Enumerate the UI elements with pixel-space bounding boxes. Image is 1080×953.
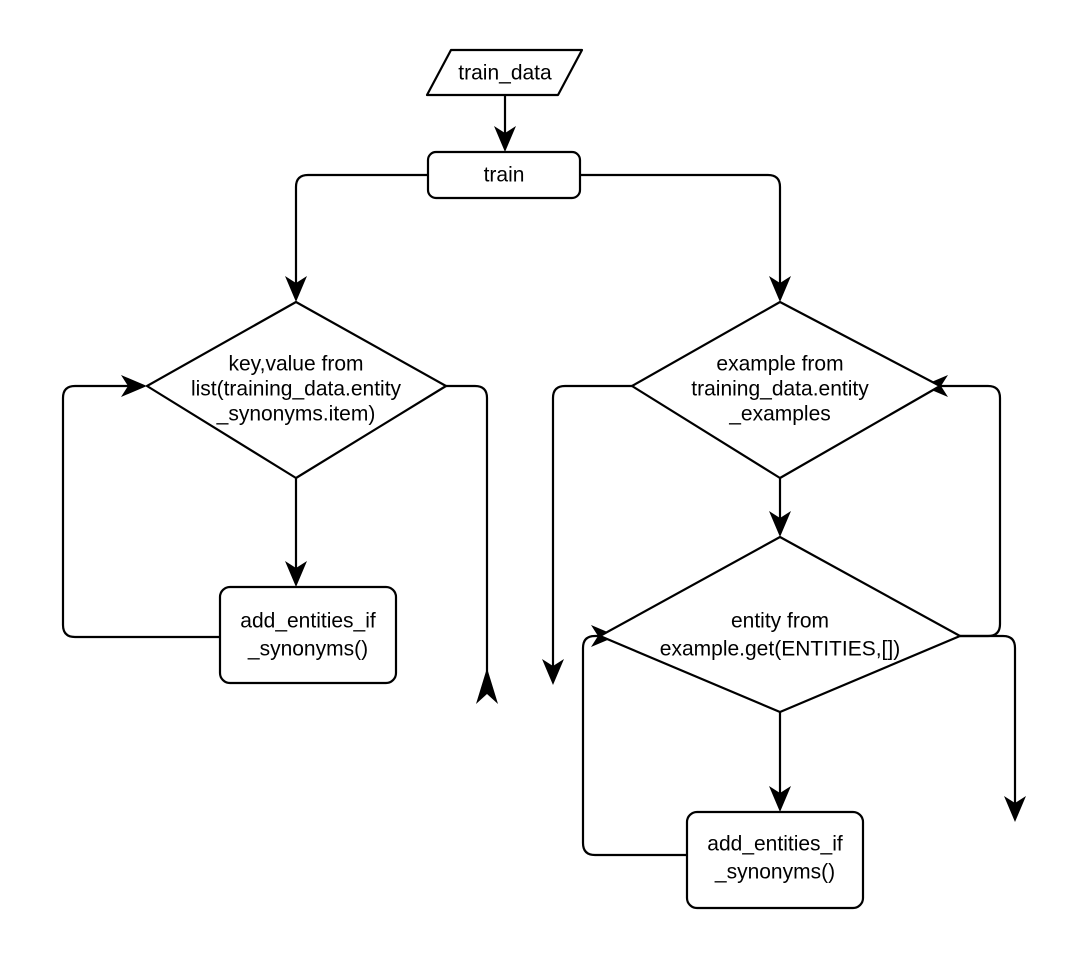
- edge-loop-synonyms-exit: [446, 384, 498, 704]
- edge-loop-examples-exit: [542, 384, 632, 685]
- arrowhead-down: [285, 561, 307, 587]
- node-add-entities-right-line1: add_entities_if: [707, 833, 843, 856]
- node-loop-synonyms[interactable]: key,value from list(training_data.entity…: [145, 300, 448, 480]
- parallelogram-shape: [425, 48, 584, 97]
- edge-line: [960, 634, 1017, 805]
- rounded-rect-shape: [685, 810, 865, 910]
- edge-loop-examples-to-loop-entities: [769, 478, 791, 537]
- edge-line: [294, 173, 428, 287]
- node-loop-synonyms-line2: list(training_data.entity: [191, 378, 402, 401]
- node-add-entities-left-line2: _synonyms(): [247, 638, 368, 661]
- edge-loop-synonyms-to-add-entities: [285, 478, 307, 587]
- edge-line: [61, 384, 220, 639]
- node-add-entities-left[interactable]: add_entities_if _synonyms(): [218, 585, 398, 685]
- diamond-shape: [598, 535, 962, 714]
- node-train-data-label: train_data: [458, 62, 552, 85]
- edge-train-data-to-train: [494, 95, 516, 152]
- node-loop-examples-line2: training_data.entity: [691, 378, 869, 401]
- edge-train-to-loop-synonyms: [285, 173, 428, 302]
- node-train-label: train: [484, 164, 525, 187]
- arrowhead-down: [769, 276, 791, 302]
- arrowhead-down: [494, 126, 516, 152]
- arrowhead-down: [769, 511, 791, 537]
- arrowhead-down: [285, 276, 307, 302]
- arrowhead-right: [121, 375, 147, 397]
- edge-line: [551, 384, 632, 668]
- node-add-entities-left-line1: add_entities_if: [240, 610, 376, 633]
- node-train-data[interactable]: train_data: [425, 48, 584, 97]
- node-loop-synonyms-line1: key,value from: [229, 353, 364, 376]
- edge-line: [446, 384, 489, 678]
- edge-line: [940, 384, 1002, 638]
- edge-loop-entities-back-to-loop-examples: [922, 375, 1002, 638]
- node-loop-entities-line1: entity from: [731, 610, 829, 633]
- edge-line: [581, 634, 687, 857]
- arrowhead-up: [476, 668, 498, 704]
- edge-loop-entities-exit: [960, 634, 1026, 822]
- node-loop-entities[interactable]: entity from example.get(ENTITIES,[]): [598, 535, 962, 714]
- diamond-shape: [630, 300, 942, 480]
- rounded-rect-shape: [426, 150, 582, 200]
- edge-train-to-loop-examples: [580, 173, 791, 302]
- arrowhead-down: [1004, 796, 1026, 822]
- node-loop-synonyms-line3: _synonyms.item): [216, 403, 376, 426]
- arrowhead-down: [542, 659, 564, 685]
- node-loop-examples[interactable]: example from training_data.entity _examp…: [630, 300, 942, 480]
- edge-loop-entities-to-add-entities: [769, 712, 791, 812]
- edge-line: [580, 173, 782, 287]
- node-loop-examples-line3: _examples: [728, 403, 831, 426]
- node-train[interactable]: train: [426, 150, 582, 200]
- arrowhead-down: [769, 786, 791, 812]
- node-loop-entities-line2: example.get(ENTITIES,[]): [660, 638, 900, 661]
- edge-add-entities-back-to-loop-synonyms: [61, 375, 220, 639]
- node-loop-examples-line1: example from: [716, 353, 843, 376]
- diamond-shape: [145, 300, 448, 480]
- node-add-entities-right[interactable]: add_entities_if _synonyms(): [685, 810, 865, 910]
- node-add-entities-right-line2: _synonyms(): [714, 861, 835, 884]
- rounded-rect-shape: [218, 585, 398, 685]
